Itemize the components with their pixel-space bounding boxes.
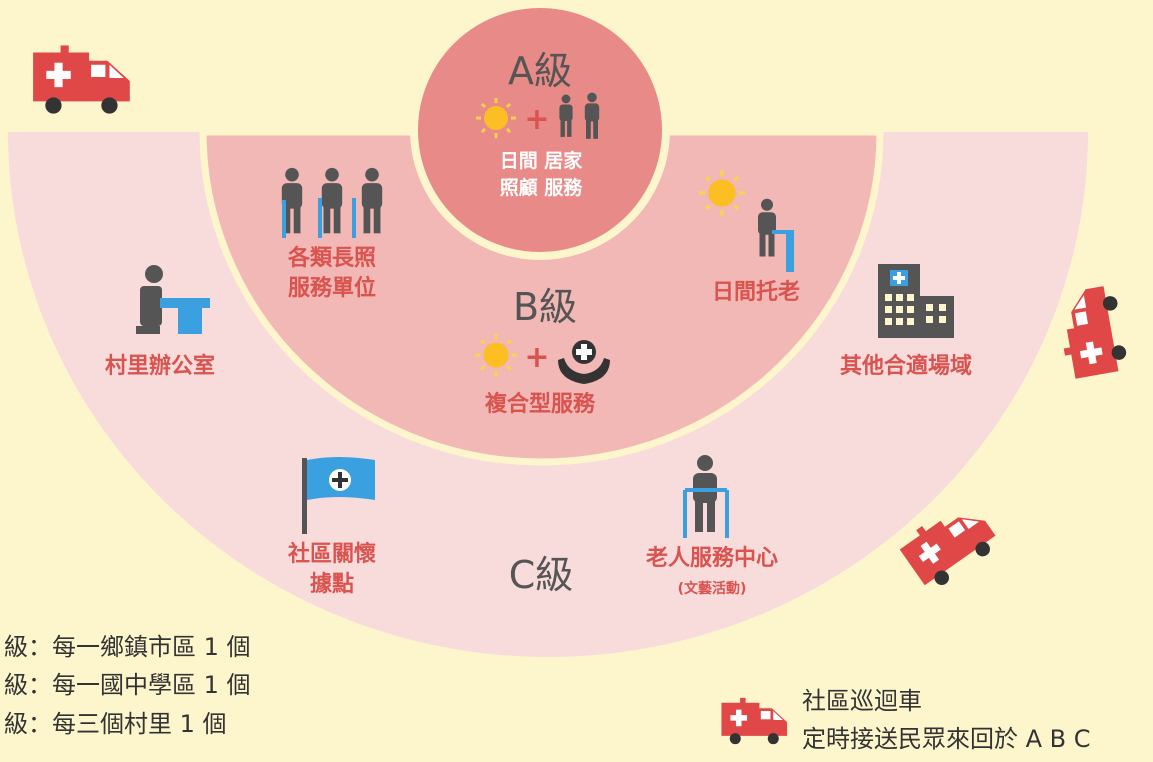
bus-title: 社區巡迴車 <box>802 687 922 715</box>
ambulance-icon <box>33 45 130 114</box>
ambulance-icon <box>1054 284 1130 380</box>
bus-note: 社區巡迴車 定時接送民眾來回於 A B C <box>802 682 1152 759</box>
ring-b <box>199 128 884 466</box>
flag-cross-icon <box>302 457 375 534</box>
level-c-care-line: 社區關懷 <box>287 542 376 567</box>
level-a-service-line: 照顧 服務 <box>499 176 583 199</box>
level-b-right-label: 日間托老 <box>711 280 800 305</box>
level-c-elder-label: 老人服務中心 <box>645 546 778 571</box>
level-b-left-line: 各類長照 <box>287 246 376 271</box>
level-c-other-label: 其他合適場域 <box>839 354 972 379</box>
level-c-care-line: 據點 <box>309 571 354 597</box>
walker-elder-icon <box>758 198 794 272</box>
legend-item: 級：每一鄉鎮市區 1 個 <box>4 633 251 661</box>
level-c-office-label: 村里辦公室 <box>104 354 215 379</box>
bus-desc: 定時接送民眾來回於 A B C <box>802 725 1091 754</box>
legend-item: 級：每一國中學區 1 個 <box>4 671 251 700</box>
level-b-left-line: 服務單位 <box>287 275 376 301</box>
level-b-title: B級 <box>512 285 578 329</box>
level-a-service-line: 日間 居家 <box>499 150 583 172</box>
level-c-care-label: 社區關懷 據點 <box>262 540 402 599</box>
level-a-title: A級 <box>508 49 572 93</box>
svg-text:+: + <box>524 340 549 375</box>
level-b-center-label: 複合型服務 <box>484 392 595 417</box>
hands-cross-icon <box>558 340 610 384</box>
plus-sign: + <box>524 102 549 137</box>
people-icon <box>281 167 383 238</box>
level-c-elder-sublabel: (文藝活動) <box>677 581 747 597</box>
walker-elder-icon <box>683 455 729 538</box>
level-c-title: C級 <box>508 553 574 597</box>
legend: 級：每一鄉鎮市區 1 個 級：每一國中學區 1 個 級：每三個村里 1 個 <box>4 628 424 743</box>
level-b-left-label: 各類長照 服務單位 <box>262 244 402 303</box>
ambulance-icon <box>721 697 788 745</box>
level-a-service: 日間 居家 照顧 服務 <box>466 148 616 201</box>
office-desk-icon <box>136 265 210 334</box>
hospital-icon <box>878 264 954 338</box>
circle-a <box>410 0 670 260</box>
legend-item: 級：每三個村里 1 個 <box>4 709 227 738</box>
